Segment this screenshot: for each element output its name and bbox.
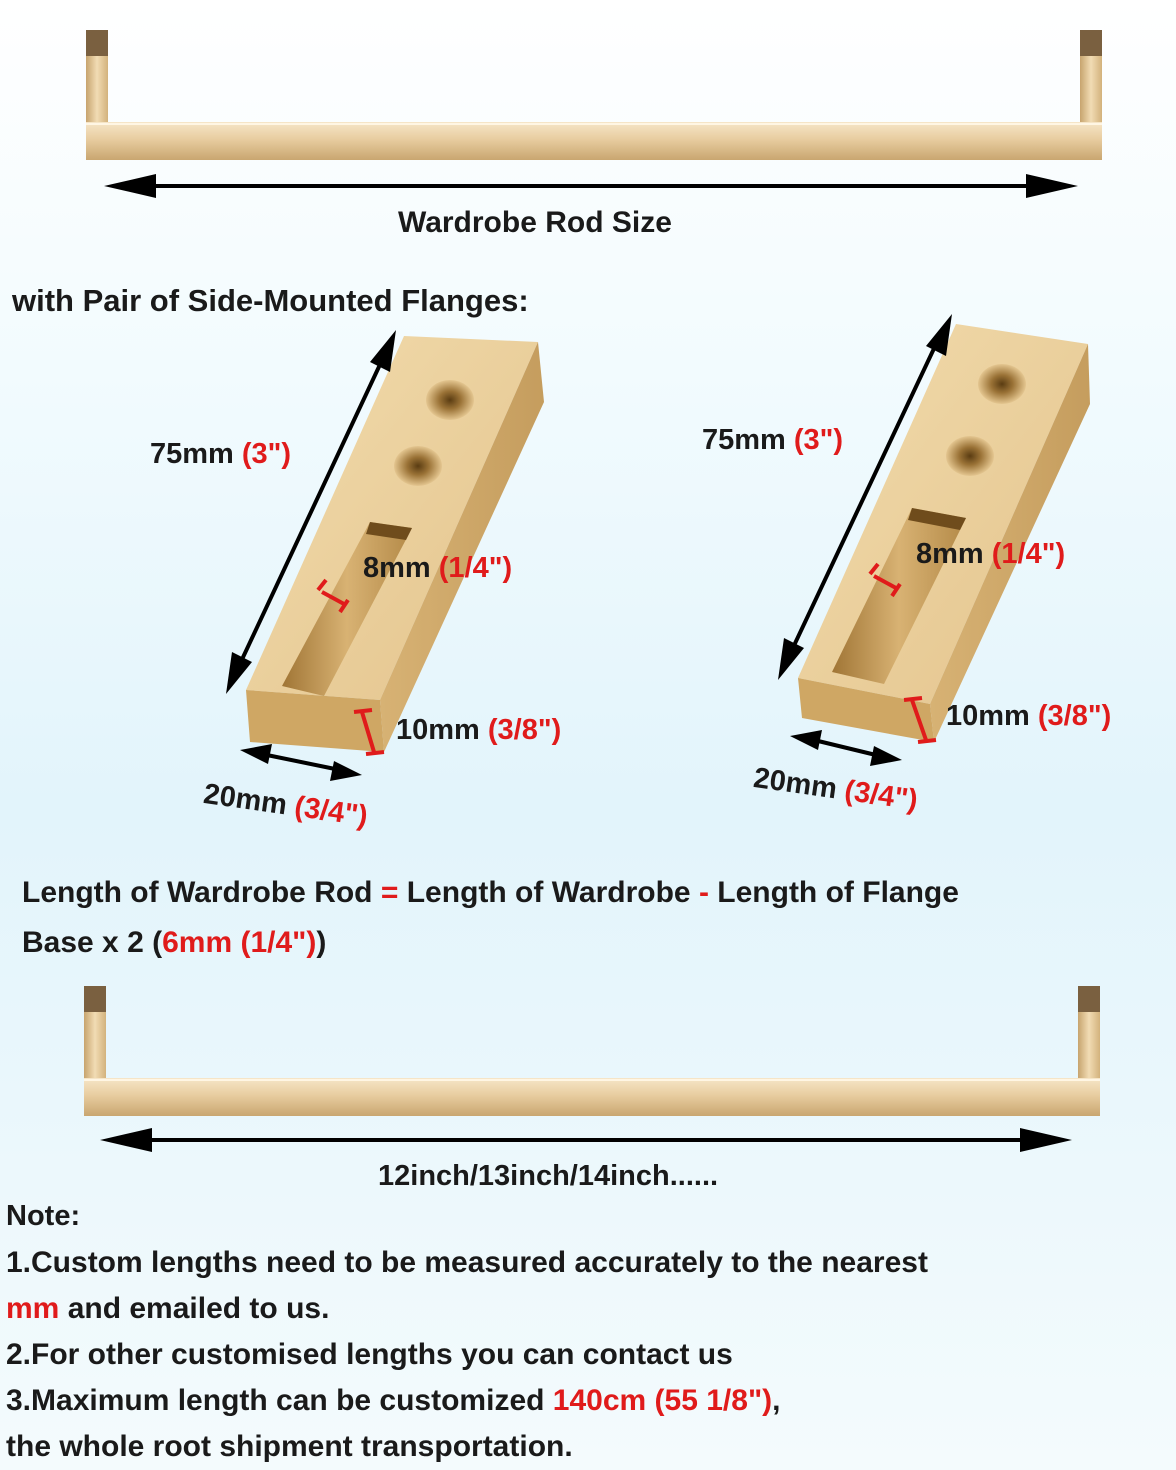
rod-left-cap	[86, 30, 108, 56]
note-title: Note:	[6, 1200, 81, 1232]
flange-right-height-marker	[903, 696, 937, 744]
bottom-rod	[84, 986, 1100, 1116]
flange-right-slot-marker	[868, 562, 902, 598]
flange-right-length-arrow	[778, 314, 952, 680]
flange-right-width-arrow	[790, 730, 902, 766]
top-rod-label: Wardrobe Rod Size	[398, 206, 672, 239]
rod-right-cap	[1080, 30, 1102, 56]
flange-right-height-label: 10mm (3/8")	[946, 700, 1112, 732]
note-4: the whole root shipment transportation.	[6, 1430, 573, 1463]
flange-left-slot-label: 8mm (1/4")	[363, 552, 513, 584]
note-1-line-1: 1.Custom lengths need to be measured acc…	[6, 1246, 928, 1279]
mount-hole-icon	[978, 364, 1026, 404]
flange-left-block	[246, 336, 544, 752]
top-rod	[86, 30, 1102, 160]
flange-right-length-label: 75mm (3")	[702, 424, 844, 456]
rod-bar	[84, 1078, 1100, 1116]
top-rod-dimension-arrow	[104, 174, 1078, 198]
flange-right-slot-label: 8mm (1/4")	[916, 538, 1066, 570]
rod-bar	[86, 122, 1102, 160]
note-3: 3.Maximum length can be customized 140cm…	[6, 1384, 781, 1417]
rod-left-cap	[84, 986, 106, 1012]
flange-left-height-label: 10mm (3/8")	[396, 714, 562, 746]
formula-line-2: Base x 2 (6mm (1/4"))	[22, 926, 327, 959]
flange-heading: with Pair of Side-Mounted Flanges:	[12, 283, 529, 318]
bottom-rod-label: 12inch/13inch/14inch......	[378, 1160, 719, 1192]
flange-left-length-label: 75mm (3")	[150, 438, 292, 470]
flange-left-slot-marker	[316, 578, 350, 614]
flange-right-block	[798, 324, 1090, 742]
mount-hole-icon	[946, 436, 994, 476]
flange-slot	[832, 508, 966, 684]
bottom-rod-dimension-arrow	[100, 1128, 1072, 1152]
mount-hole-icon	[394, 446, 442, 486]
note-1-line-2: mm and emailed to us.	[6, 1292, 330, 1325]
flange-left-length-arrow	[226, 330, 396, 694]
rod-right-cap	[1078, 986, 1100, 1012]
flange-left-height-marker	[353, 708, 385, 756]
note-2: 2.For other customised lengths you can c…	[6, 1338, 733, 1371]
flange-left-width-arrow	[240, 744, 362, 781]
formula-line-1: Length of Wardrobe Rod = Length of Wardr…	[22, 876, 959, 909]
flange-slot	[282, 522, 412, 696]
mount-hole-icon	[426, 380, 474, 420]
